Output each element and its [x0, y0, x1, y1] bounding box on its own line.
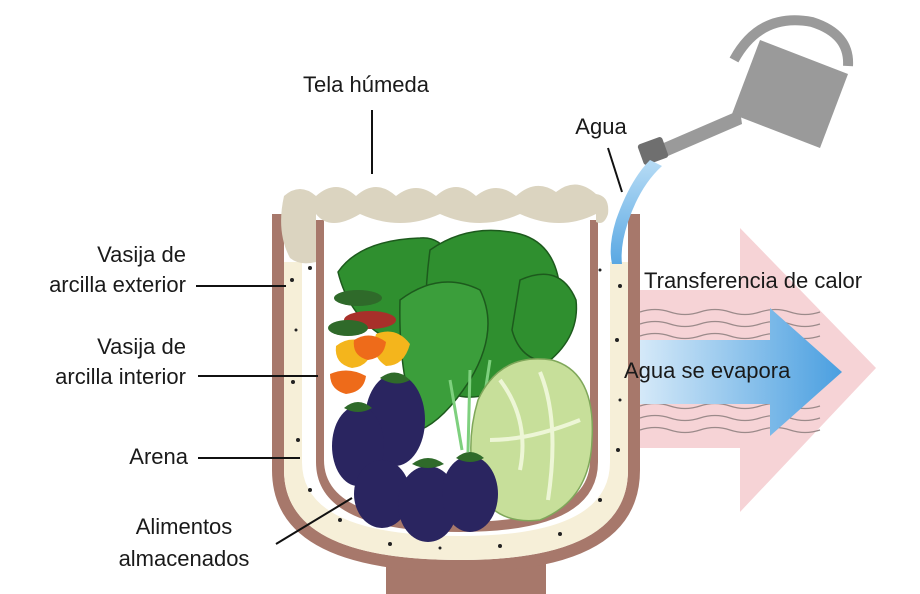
label-sand: Arena [129, 444, 188, 469]
label-heat-transfer: Transferencia de calor [644, 268, 862, 293]
label-inner-pot-line1: Vasija de [97, 334, 186, 359]
label-damp-cloth: Tela húmeda [303, 72, 430, 97]
label-water: Agua [575, 114, 627, 139]
label-evaporation: Agua se evapora [624, 358, 791, 383]
label-stored-food-line2: almacenados [119, 546, 250, 571]
label-outer-pot-line1: Vasija de [97, 242, 186, 267]
watering-can-icon [637, 20, 848, 166]
label-stored-food-line1: Alimentos [136, 514, 233, 539]
label-outer-pot-line2: arcilla exterior [49, 272, 186, 297]
label-inner-pot-line2: arcilla interior [55, 364, 186, 389]
